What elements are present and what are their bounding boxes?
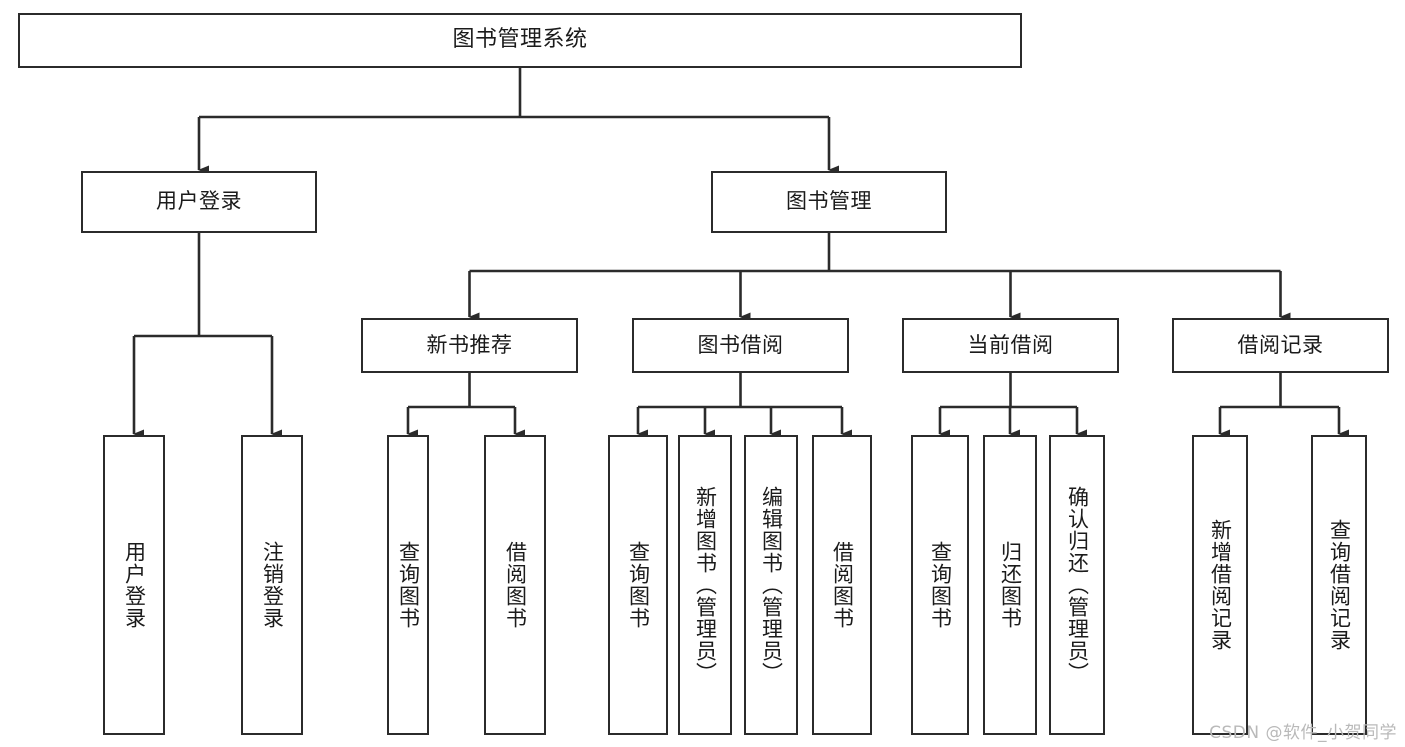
node-leaf-query-book-3[interactable]: 查询图书: [911, 435, 969, 735]
node-label-book-manage: 图书管理: [786, 189, 872, 214]
node-label-leaf-query-book-2: 查询图书: [626, 541, 651, 629]
node-label-current-borrow: 当前借阅: [967, 332, 1054, 357]
node-leaf-borrow-book-1[interactable]: 借阅图书: [484, 435, 546, 735]
node-leaf-query-book-2[interactable]: 查询图书: [608, 435, 668, 735]
node-label-leaf-borrow-book-1: 借阅图书: [503, 541, 528, 629]
node-label-borrow-record: 借阅记录: [1237, 332, 1324, 357]
node-leaf-add-record[interactable]: 新增借阅记录: [1192, 435, 1248, 735]
node-user-login[interactable]: 用户登录: [81, 171, 317, 233]
node-label-leaf-user-logout: 注销登录: [260, 541, 285, 629]
node-leaf-return-book[interactable]: 归还图书: [983, 435, 1037, 735]
node-label-new-book-rec: 新书推荐: [426, 332, 513, 357]
node-leaf-borrow-book-2[interactable]: 借阅图书: [812, 435, 872, 735]
node-book-manage[interactable]: 图书管理: [711, 171, 947, 233]
node-leaf-add-book[interactable]: 新增图书（管理员）: [678, 435, 732, 735]
node-label-leaf-add-record: 新增借阅记录: [1208, 519, 1233, 651]
node-label-leaf-query-record: 查询借阅记录: [1327, 519, 1352, 651]
node-label-leaf-add-book: 新增图书（管理员）: [693, 486, 718, 684]
node-label-leaf-confirm-return: 确认归还（管理员）: [1065, 486, 1090, 684]
node-leaf-query-record[interactable]: 查询借阅记录: [1311, 435, 1367, 735]
node-borrow-record[interactable]: 借阅记录: [1172, 318, 1389, 373]
node-leaf-user-login[interactable]: 用户登录: [103, 435, 165, 735]
node-label-leaf-query-book-1: 查询图书: [396, 541, 421, 629]
node-label-book-borrow: 图书借阅: [697, 332, 784, 357]
node-leaf-query-book-1[interactable]: 查询图书: [387, 435, 429, 735]
node-leaf-user-logout[interactable]: 注销登录: [241, 435, 303, 735]
node-root[interactable]: 图书管理系统: [18, 13, 1022, 68]
node-label-leaf-return-book: 归还图书: [998, 541, 1023, 629]
node-label-leaf-borrow-book-2: 借阅图书: [830, 541, 855, 629]
node-new-book-rec[interactable]: 新书推荐: [361, 318, 578, 373]
node-label-root: 图书管理系统: [452, 27, 588, 53]
node-label-user-login: 用户登录: [156, 189, 242, 214]
node-book-borrow[interactable]: 图书借阅: [632, 318, 849, 373]
node-leaf-edit-book[interactable]: 编辑图书（管理员）: [744, 435, 798, 735]
node-current-borrow[interactable]: 当前借阅: [902, 318, 1119, 373]
node-label-leaf-query-book-3: 查询图书: [928, 541, 953, 629]
node-leaf-confirm-return[interactable]: 确认归还（管理员）: [1049, 435, 1105, 735]
node-label-leaf-user-login: 用户登录: [122, 541, 147, 629]
node-label-leaf-edit-book: 编辑图书（管理员）: [759, 486, 784, 684]
